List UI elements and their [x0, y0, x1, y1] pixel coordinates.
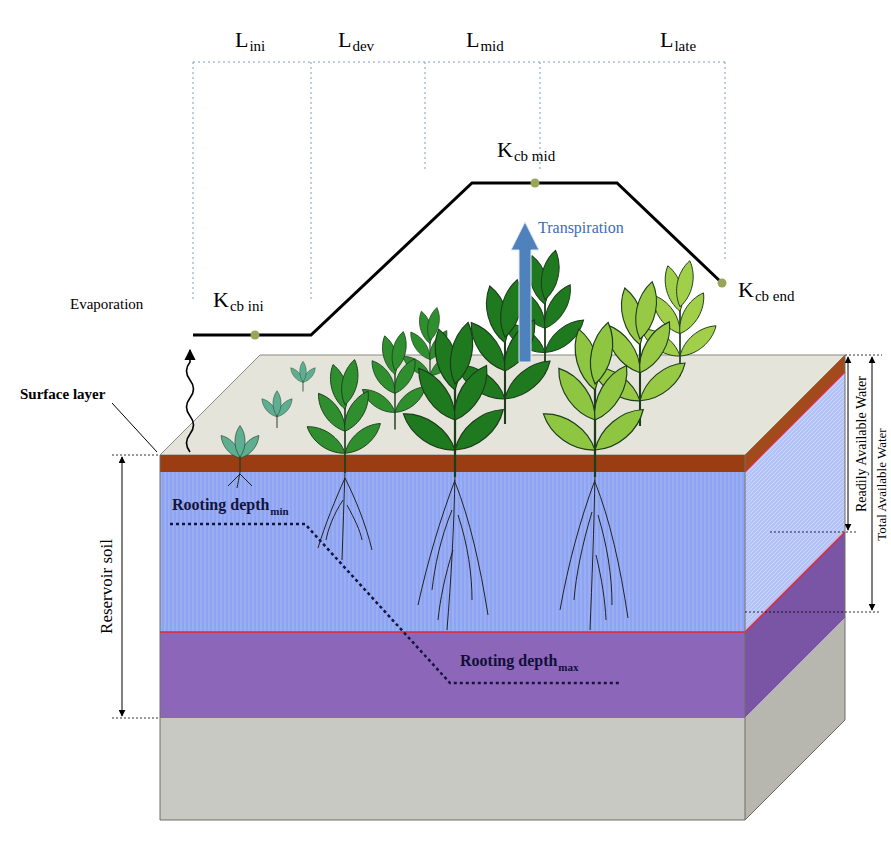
developing-plant [359, 330, 430, 429]
mature-plant [398, 320, 510, 477]
coefficient-subscript: cb end [755, 288, 795, 305]
roots [228, 472, 628, 630]
root [418, 472, 488, 630]
dimension-tick [745, 612, 880, 613]
stage-length-symbol: L [660, 27, 673, 52]
senescent-plant [538, 320, 650, 477]
depth-subscript: min [270, 505, 288, 518]
dimension-tick [770, 532, 856, 533]
layer-boundary [745, 372, 845, 472]
stage-length-symbol: L [338, 27, 351, 52]
seedling [259, 391, 295, 428]
seedling [217, 426, 262, 473]
subsoil-front [160, 718, 745, 820]
stage-length-symbol: L [466, 27, 479, 52]
deep-layer-front [160, 632, 745, 718]
process-label: Evaporation [70, 296, 143, 313]
stage-guide-line [311, 62, 312, 300]
layer-boundary [160, 532, 845, 632]
surface-layer-front [160, 455, 745, 472]
leader-line [112, 403, 157, 452]
coefficient-subscript: cb ini [230, 298, 264, 315]
coefficient-symbol: K [213, 287, 229, 312]
stage-guide-line [725, 62, 726, 260]
root [228, 472, 252, 488]
coefficient-subscript: cb mid [514, 148, 555, 165]
kcb-point [531, 179, 540, 188]
coefficient-symbol: K [497, 137, 513, 162]
block-outline [160, 355, 845, 820]
kcb-point [251, 331, 260, 340]
dimension-line [848, 357, 849, 530]
dimension-line [872, 357, 873, 610]
coefficient-symbol: K [738, 277, 754, 302]
root [560, 472, 628, 630]
root-zone-front [160, 472, 745, 632]
rooting-depth-line [170, 524, 620, 683]
depth-label: Rooting depth [460, 652, 557, 670]
seedling [288, 361, 317, 391]
depth-label: Rooting depth [172, 496, 269, 514]
kcb-point [718, 279, 727, 288]
stage-guide-line [425, 62, 426, 170]
stage-guide-line [193, 62, 725, 63]
stage-guides [193, 62, 725, 300]
stage-subscript: late [674, 38, 696, 55]
dimension-label: Total Available Water [875, 357, 888, 612]
dimension-label: Readily Available Water [854, 357, 868, 532]
process-label: Transpiration [538, 219, 624, 237]
dimension-line [122, 457, 123, 716]
stage-guide-line [193, 62, 194, 300]
dimension-tick [112, 718, 158, 719]
root [318, 472, 372, 560]
developing-plant [303, 358, 385, 473]
dimension-tick [845, 355, 882, 356]
depth-subscript: max [558, 661, 578, 674]
evaporation-arrow [187, 350, 194, 452]
stage-subscript: ini [249, 38, 265, 55]
dimension-tick [112, 455, 158, 456]
dimension-label: Reservoir soil [98, 526, 115, 646]
stage-length-symbol: L [235, 27, 248, 52]
layer-label: Surface layer [20, 386, 105, 403]
stage-subscript: mid [480, 38, 503, 55]
stage-subscript: dev [352, 38, 374, 55]
subsoil-side [745, 618, 845, 820]
transpiration-arrow [511, 222, 539, 362]
